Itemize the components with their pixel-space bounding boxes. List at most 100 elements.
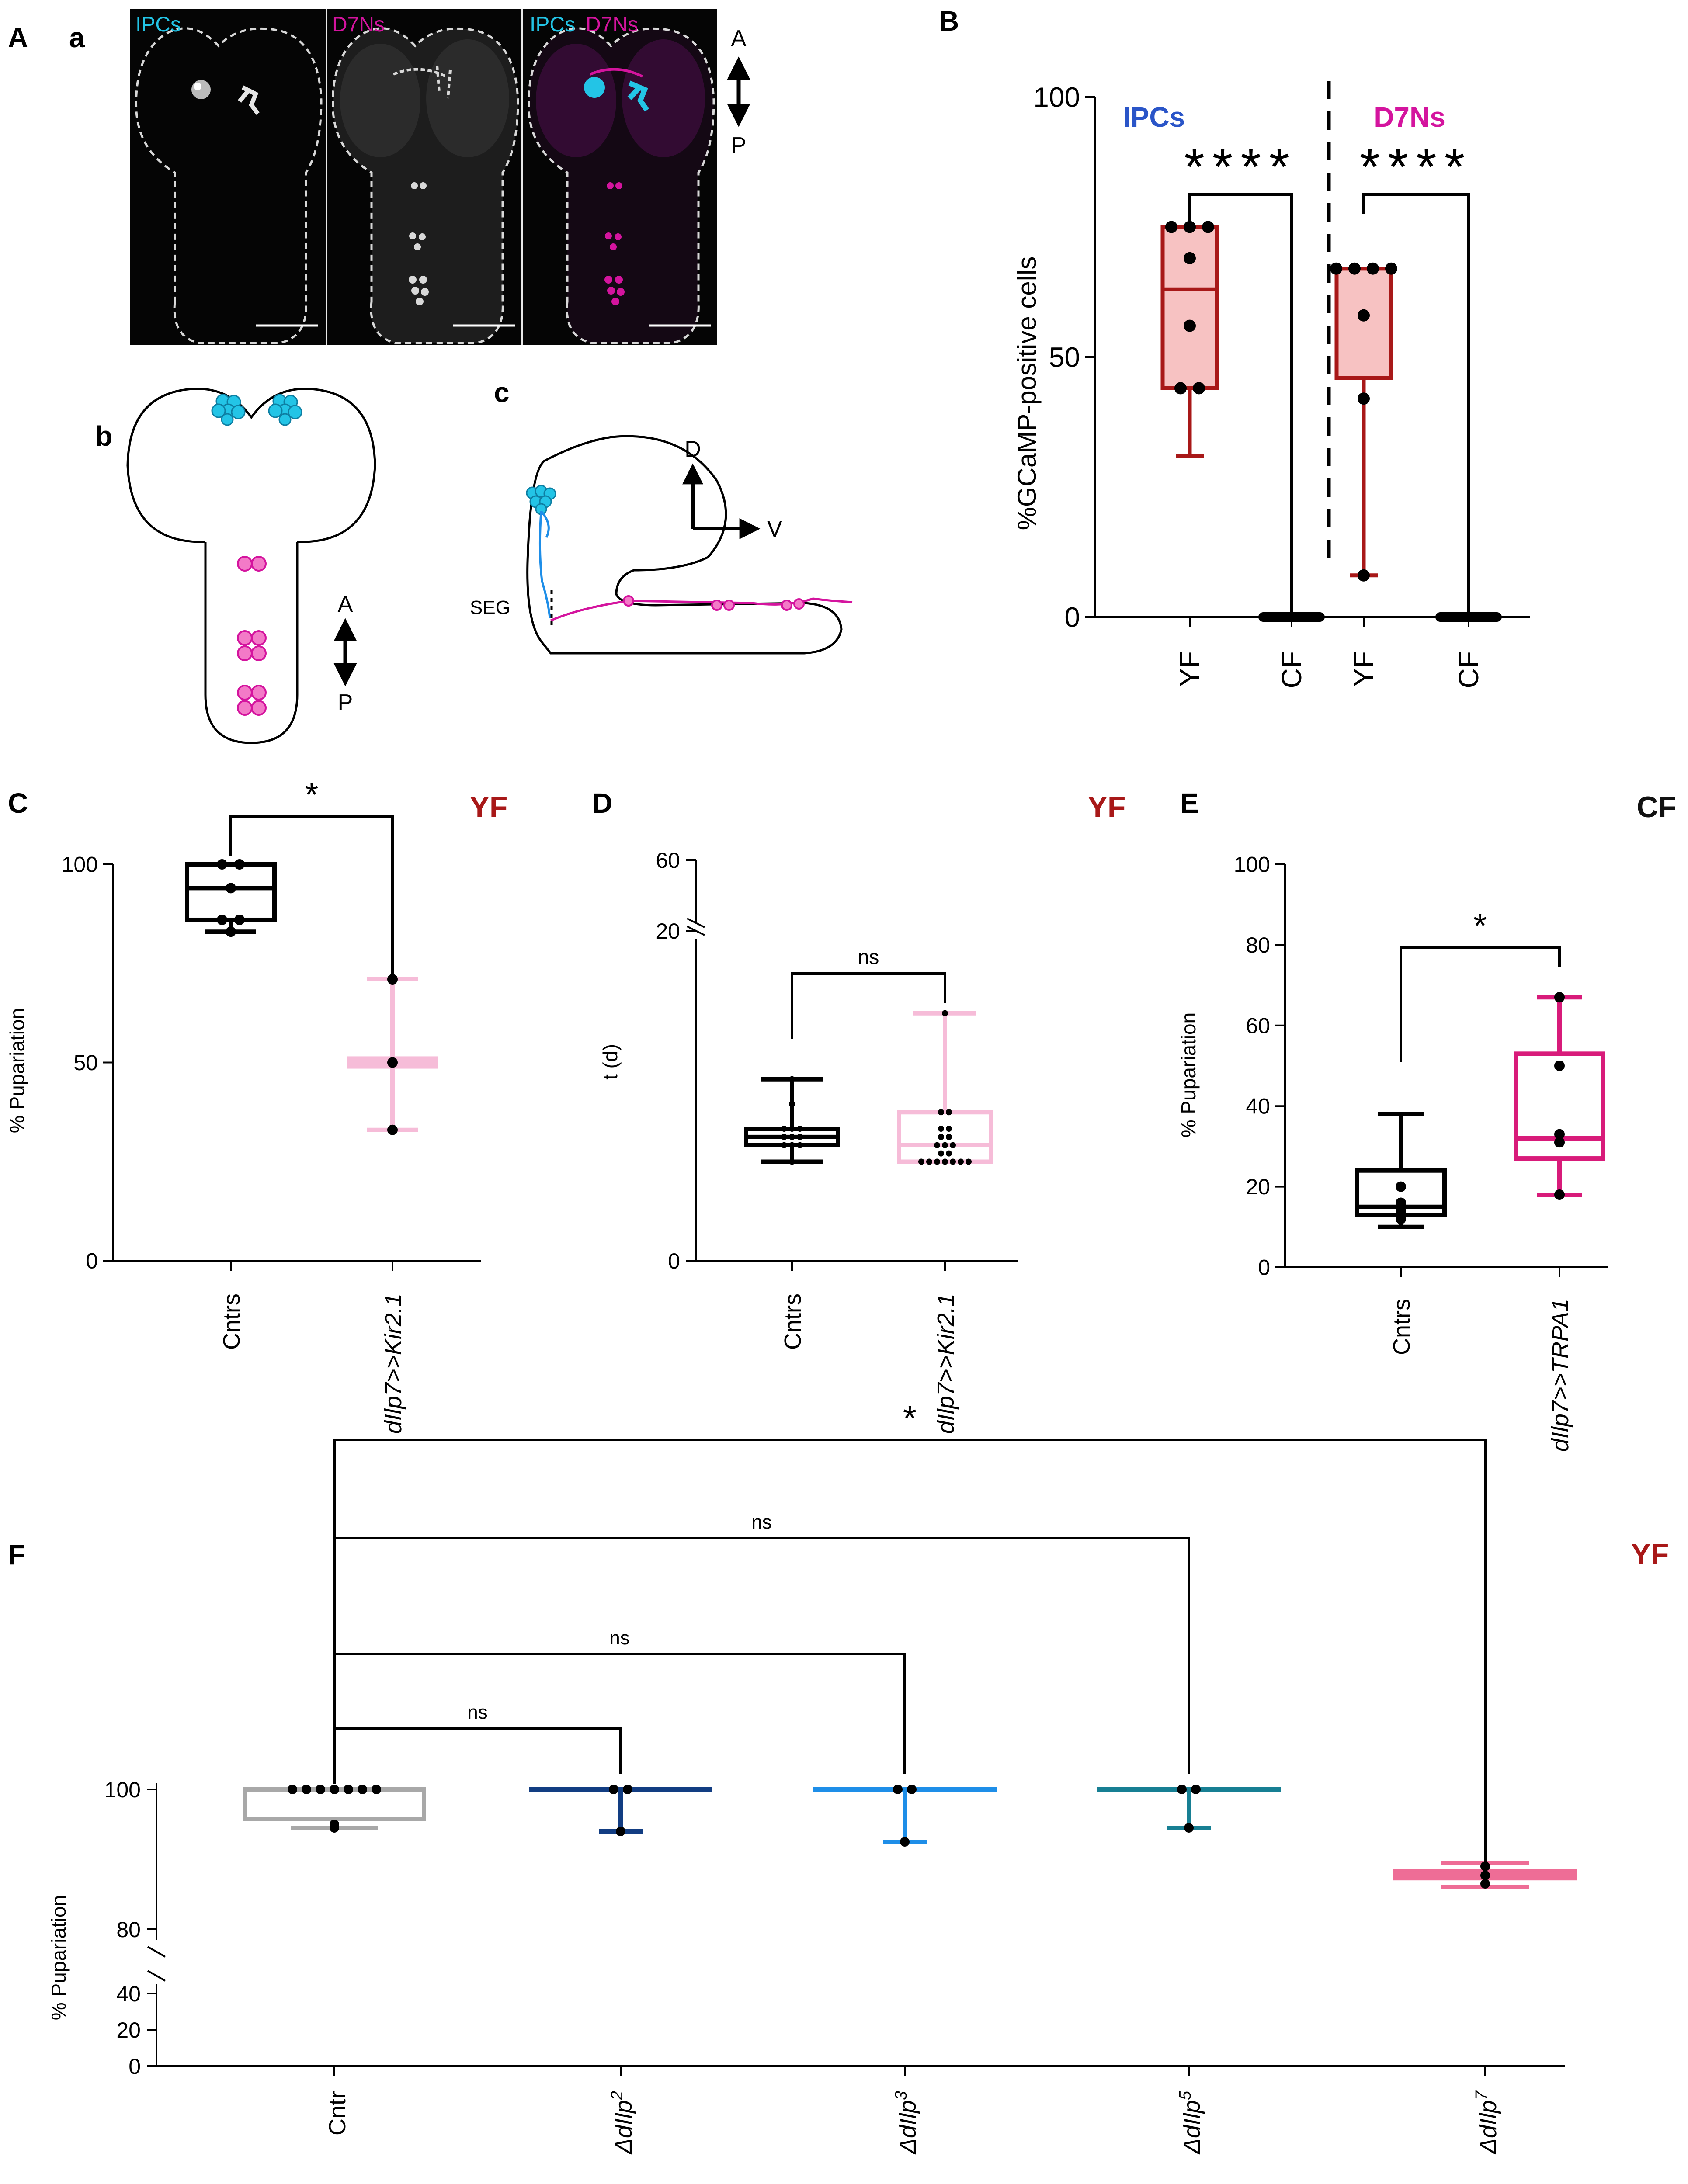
b-y-tick-label: 50 [1049, 341, 1080, 373]
ipc-axon [538, 510, 551, 619]
f-box-2-point [893, 1785, 903, 1794]
b-box-0-box [1160, 225, 1219, 390]
d-box-0-point [781, 1134, 787, 1140]
f-box-0-point [288, 1785, 297, 1794]
f-box-0-point [344, 1785, 353, 1794]
b-box-2-point [1385, 262, 1397, 275]
d-box-1-point [966, 1158, 972, 1165]
d-box-0-point [797, 1142, 803, 1148]
b-box-2-point [1367, 262, 1379, 275]
b-box-2-point [1330, 262, 1342, 275]
axis-label-anterior: A [731, 26, 747, 51]
b-box-0-point [1184, 252, 1196, 264]
d-x-tick-label: Cntrs [780, 1293, 806, 1350]
b-box-2-point [1358, 569, 1370, 582]
f-box-3-point [1191, 1785, 1201, 1794]
micrograph-ipcs [135, 27, 323, 344]
f-sig-0-bracket [333, 1727, 622, 1784]
micrograph-d7ns [332, 27, 519, 344]
c-box-0-point [234, 914, 245, 925]
b-sig-1-label: **** [1360, 138, 1473, 196]
d-box-1-point [926, 1158, 932, 1165]
axis-label-posterior: P [731, 133, 747, 158]
c-box-0-point [226, 926, 236, 937]
e-y-tick-label: 20 [1246, 1175, 1270, 1199]
c-y-tick-label: 0 [86, 1249, 98, 1273]
panel-letter-A: A [8, 22, 28, 53]
channel-label-d7ns: D7Ns [332, 13, 385, 36]
f-sig-1-label: ns [609, 1627, 629, 1649]
d-box-0-point [781, 1142, 787, 1148]
y-axis-label: % Pupariation [47, 1895, 70, 2020]
e-y-tick-label: 100 [1234, 853, 1270, 877]
b-box-2-box [1334, 267, 1393, 380]
schematic-side-view [526, 435, 853, 655]
d-box-1-point [934, 1142, 940, 1148]
schematic-top-view [126, 388, 376, 744]
d-box-0-point [781, 1126, 787, 1132]
f-x-tick-label: Cntr [324, 2091, 351, 2135]
c-x-tick-label: Cntrs [219, 1293, 245, 1350]
micrograph-strip: IPCs D7Ns IPCs D7Ns [130, 9, 717, 345]
f-box-4-point [1480, 1870, 1490, 1880]
c-sig-0-label: * [305, 775, 318, 814]
axis-label-posterior: P [338, 690, 353, 715]
c-box-0-point [226, 883, 236, 894]
e-box-1-point [1554, 992, 1565, 1003]
d-box-1-point [946, 1150, 952, 1157]
f-y-tick-label: 0 [129, 2054, 141, 2079]
f-box-1-point [623, 1785, 632, 1794]
f-box-3-point [1184, 1823, 1194, 1833]
panel-letter-B: B [939, 5, 959, 37]
b-x-tick-label: YF [1174, 651, 1205, 687]
e-box-0-point [1396, 1181, 1406, 1192]
f-sig-3-label: * [903, 1399, 917, 1438]
c-y-tick-label: 100 [62, 853, 98, 877]
c-box-1-point [387, 1057, 398, 1068]
b-box-0-point [1165, 221, 1177, 233]
c-box-0-point [217, 914, 227, 925]
f-box-4-point [1480, 1879, 1490, 1889]
f-y-tick-label: 80 [116, 1917, 141, 1942]
b-box-2-point [1358, 392, 1370, 405]
side-brain-outline [526, 435, 843, 655]
d-box-0-point [789, 1158, 795, 1165]
b-sig-0-bracket [1188, 193, 1293, 612]
chart-panel-B: B %GCaMP-positive cells IPCs D7Ns 050100… [939, 5, 1530, 688]
d-box-1-point [950, 1158, 956, 1165]
f-box-0-point [316, 1785, 325, 1794]
y-axis-label: % Pupariation [1177, 1012, 1200, 1137]
ipc-cluster-signal [584, 77, 605, 98]
e-x-tick-label: Cntrs [1389, 1299, 1415, 1355]
b-y-tick-label: 100 [1033, 81, 1080, 113]
b-sig-0-label: **** [1184, 138, 1297, 196]
e-box-1-point [1554, 1137, 1565, 1148]
d-y-tick-label: 0 [668, 1249, 680, 1273]
vnc-outline [204, 542, 299, 744]
f-sig-3-bracket [333, 1439, 1487, 1862]
f-box-0-point [330, 1785, 339, 1794]
f-box-4-point [1480, 1862, 1490, 1871]
c-box-0-point [217, 859, 227, 870]
e-sig-0-label: * [1473, 906, 1487, 945]
d-box-1-point [946, 1134, 952, 1140]
f-x-tick-label: ΔdIlp3 [892, 2091, 921, 2155]
ipc-cell-signal [194, 83, 201, 90]
axis-label-dorsal: D [684, 437, 701, 462]
e-y-tick-label: 40 [1246, 1094, 1270, 1119]
d7n-axon [550, 597, 853, 622]
f-y-tick-label: 40 [116, 1982, 141, 2006]
b-x-tick-label: CF [1276, 651, 1307, 688]
b-y-tick-label: 0 [1064, 601, 1080, 633]
ipc-cluster [526, 485, 556, 515]
channel-label-ipcs: IPCs [135, 13, 181, 36]
c-y-tick-label: 50 [73, 1050, 98, 1075]
y-axis-label: % Pupariation [6, 1008, 28, 1133]
c-x-tick-label: dIlp7>>Kir2.1 [380, 1293, 406, 1434]
d-box-1-box [897, 1110, 993, 1164]
f-x-tick-label: ΔdIlp7 [1473, 2090, 1501, 2155]
